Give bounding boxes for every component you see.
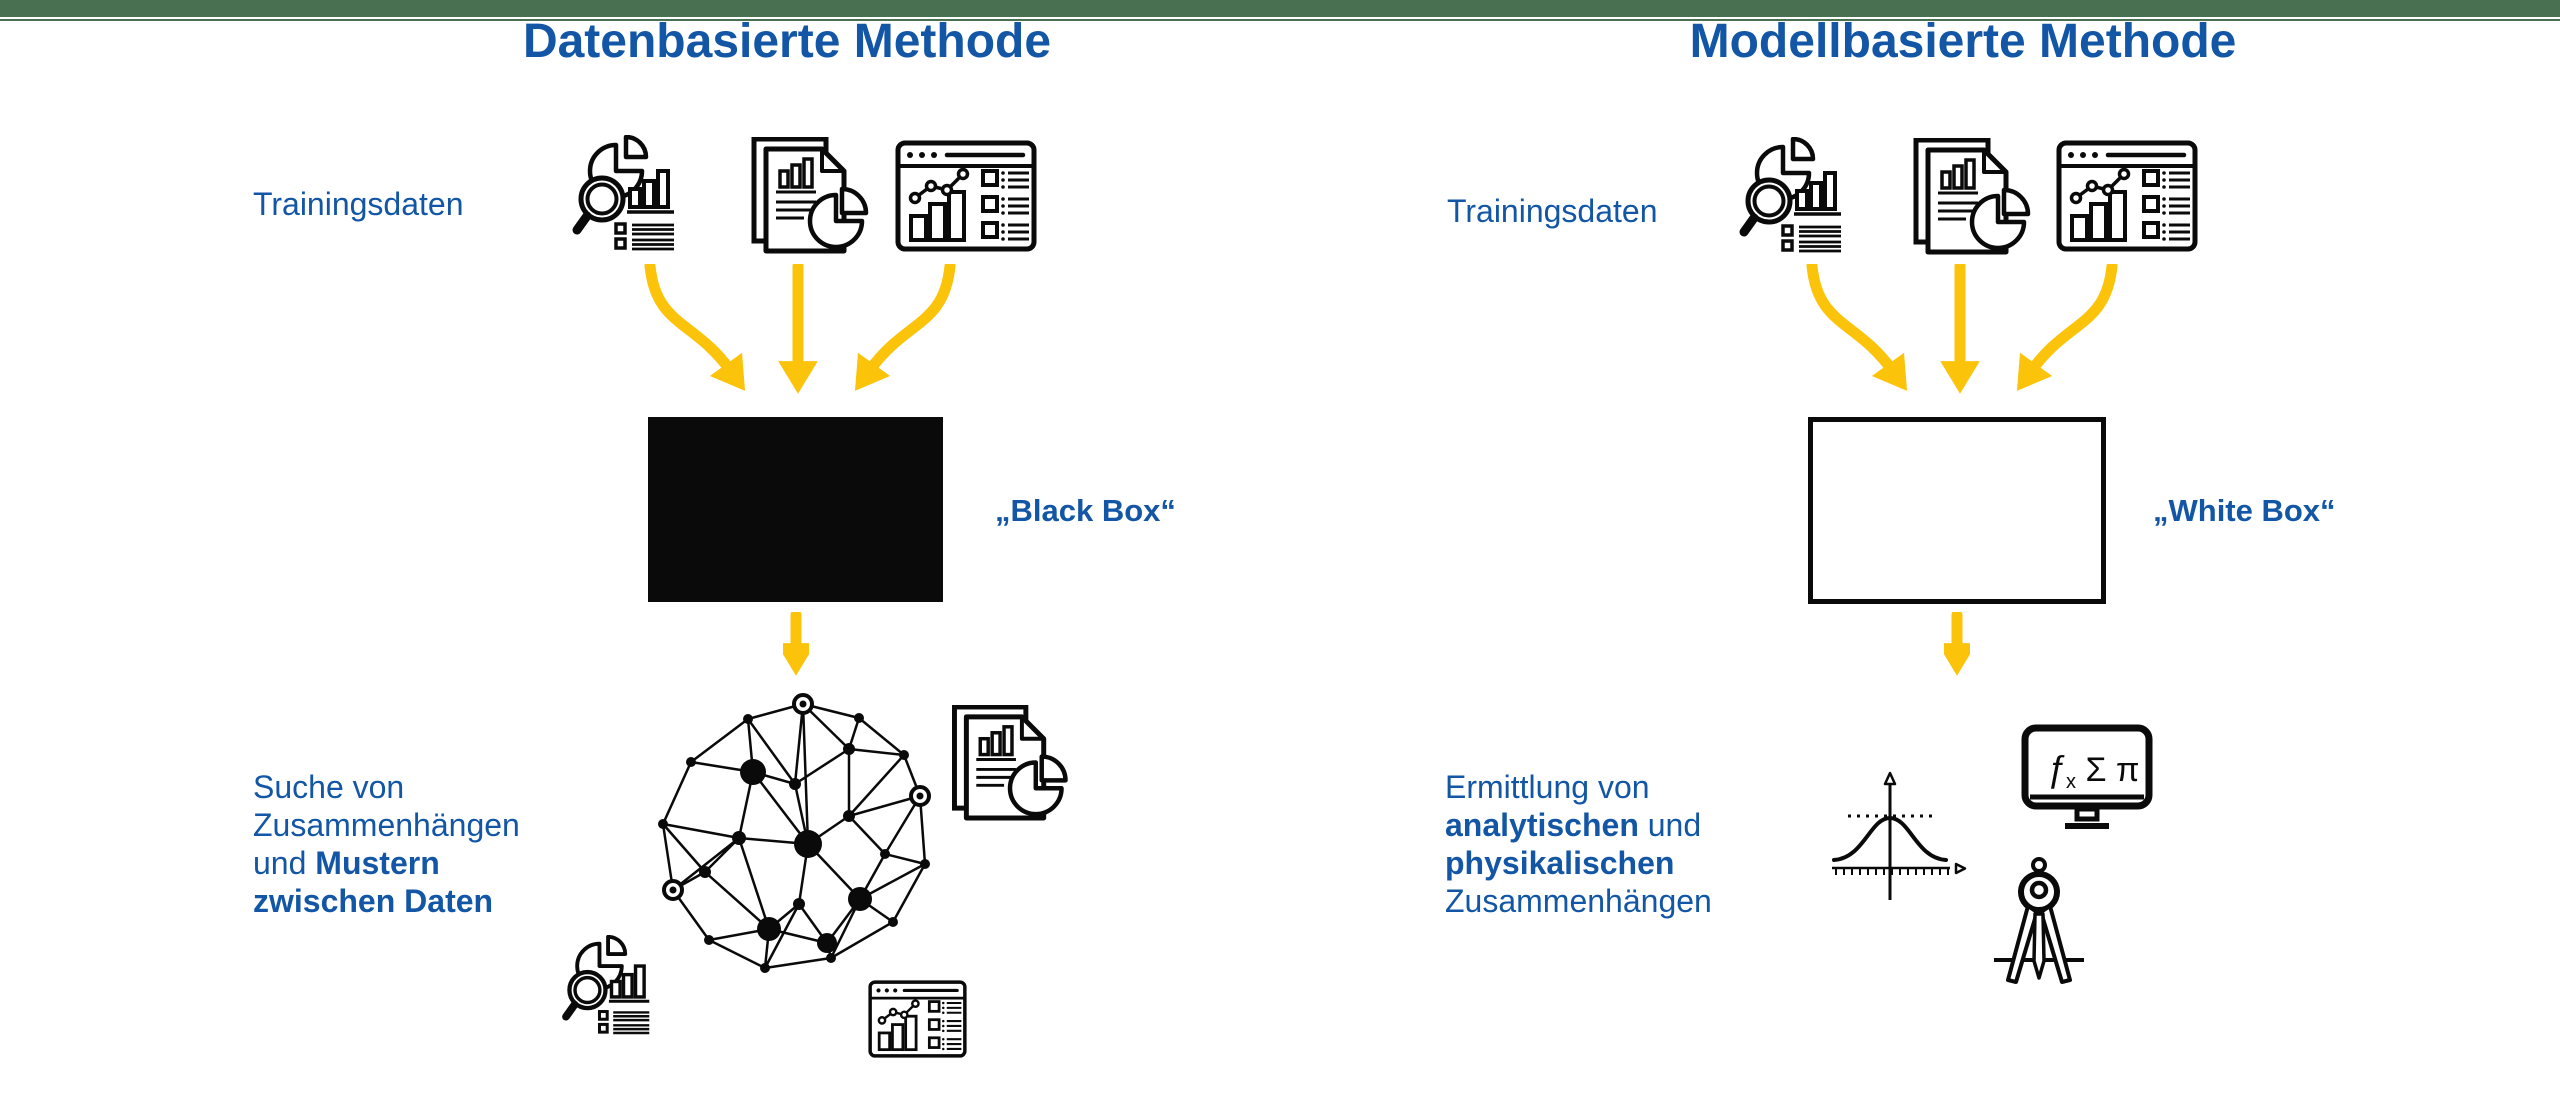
result-line: Zusammenhängen xyxy=(1445,883,1712,919)
result-line: analytischen und xyxy=(1445,807,1702,843)
title-model-based: Modellbasierte Methode xyxy=(1689,15,2237,68)
black-box xyxy=(648,417,943,602)
dashboard-icon xyxy=(868,980,967,1058)
training-data-label-right: Trainingsdaten xyxy=(1447,193,1658,229)
result-line: Ermittlung von xyxy=(1445,769,1650,805)
formula-text: ƒx Σ π xyxy=(2046,748,2139,793)
top-accent-bar xyxy=(0,0,2560,17)
data-analysis-icon xyxy=(560,935,663,1040)
network-graph-icon xyxy=(658,693,931,973)
funnel-arrows-left xyxy=(644,264,956,394)
result-line: Suche von xyxy=(253,769,405,805)
dashboard-icon xyxy=(2056,140,2198,252)
result-line: und Mustern xyxy=(253,845,440,881)
document-report-icon xyxy=(1910,138,2034,256)
result-line: Zusammenhängen xyxy=(253,807,520,843)
title-data-based: Datenbasierte Methode xyxy=(522,15,1052,68)
result-text-left: Suche von Zusammenhängen und Mustern zwi… xyxy=(253,768,520,920)
white-box xyxy=(1808,417,2106,604)
top-accent-line xyxy=(0,19,2560,21)
result-text-right: Ermittlung von analytischen und physikal… xyxy=(1445,768,1712,920)
data-analysis-icon xyxy=(1737,137,1857,259)
drafting-compass-icon xyxy=(1994,857,2084,984)
funnel-arrows-right xyxy=(1806,264,2118,394)
white-box-label: „White Box“ xyxy=(2153,493,2336,528)
document-report-icon xyxy=(948,705,1072,822)
training-data-label-left: Trainingsdaten xyxy=(253,186,464,222)
down-arrow-left xyxy=(783,612,809,676)
black-box-label: „Black Box“ xyxy=(995,493,1176,528)
data-analysis-icon xyxy=(570,135,690,257)
bell-curve-graph-icon xyxy=(1832,771,1967,900)
document-report-icon xyxy=(748,137,872,255)
result-line: zwischen Daten xyxy=(253,883,494,919)
formula-monitor-icon: ƒx Σ π xyxy=(2021,724,2153,829)
down-arrow-right xyxy=(1944,612,1970,676)
result-line: physikalischen xyxy=(1445,845,1675,881)
dashboard-icon xyxy=(895,140,1037,252)
